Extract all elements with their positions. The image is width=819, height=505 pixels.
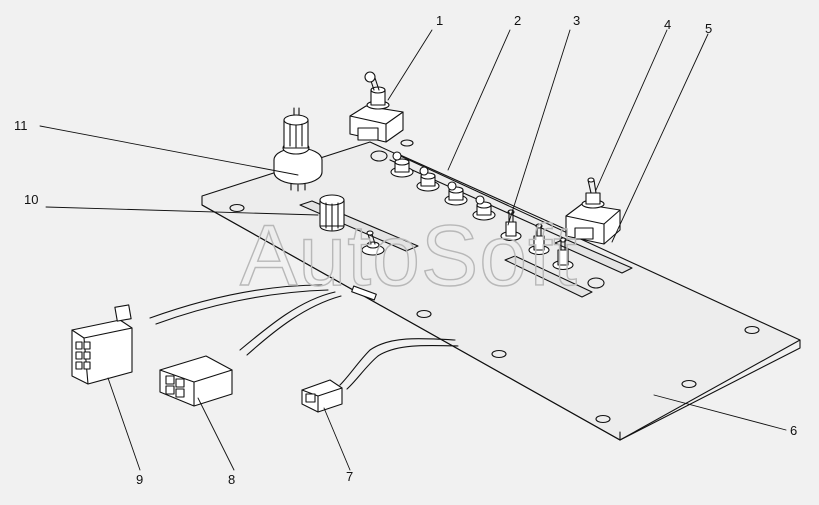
indicator-lamps xyxy=(390,151,496,221)
callout-3: 3 xyxy=(573,13,580,28)
leader-lines xyxy=(39,29,787,471)
callout-1: 1 xyxy=(436,13,443,28)
connector-9 xyxy=(71,304,133,385)
small-toggles-row xyxy=(500,209,574,271)
callout-4: 4 xyxy=(664,17,671,32)
connector-7 xyxy=(301,379,343,413)
callout-10: 10 xyxy=(24,192,38,207)
callout-9: 9 xyxy=(136,472,143,487)
toggle-switch-1 xyxy=(349,71,404,143)
connector-8 xyxy=(159,355,233,407)
callout-11: 11 xyxy=(14,118,28,133)
rotary-switch xyxy=(273,107,323,192)
callout-labels: 1 2 3 4 5 6 7 8 9 10 11 xyxy=(14,13,797,487)
mounting-plate xyxy=(201,139,801,441)
callout-6: 6 xyxy=(790,423,797,438)
toggle-switch-4 xyxy=(565,177,621,245)
push-button xyxy=(319,194,345,232)
callout-2: 2 xyxy=(514,13,521,28)
watermark: AutoSoft xyxy=(240,208,578,304)
small-toggle xyxy=(361,230,385,256)
callout-5: 5 xyxy=(705,21,712,36)
callout-8: 8 xyxy=(228,472,235,487)
callout-7: 7 xyxy=(346,469,353,484)
wire-harness xyxy=(149,284,459,390)
